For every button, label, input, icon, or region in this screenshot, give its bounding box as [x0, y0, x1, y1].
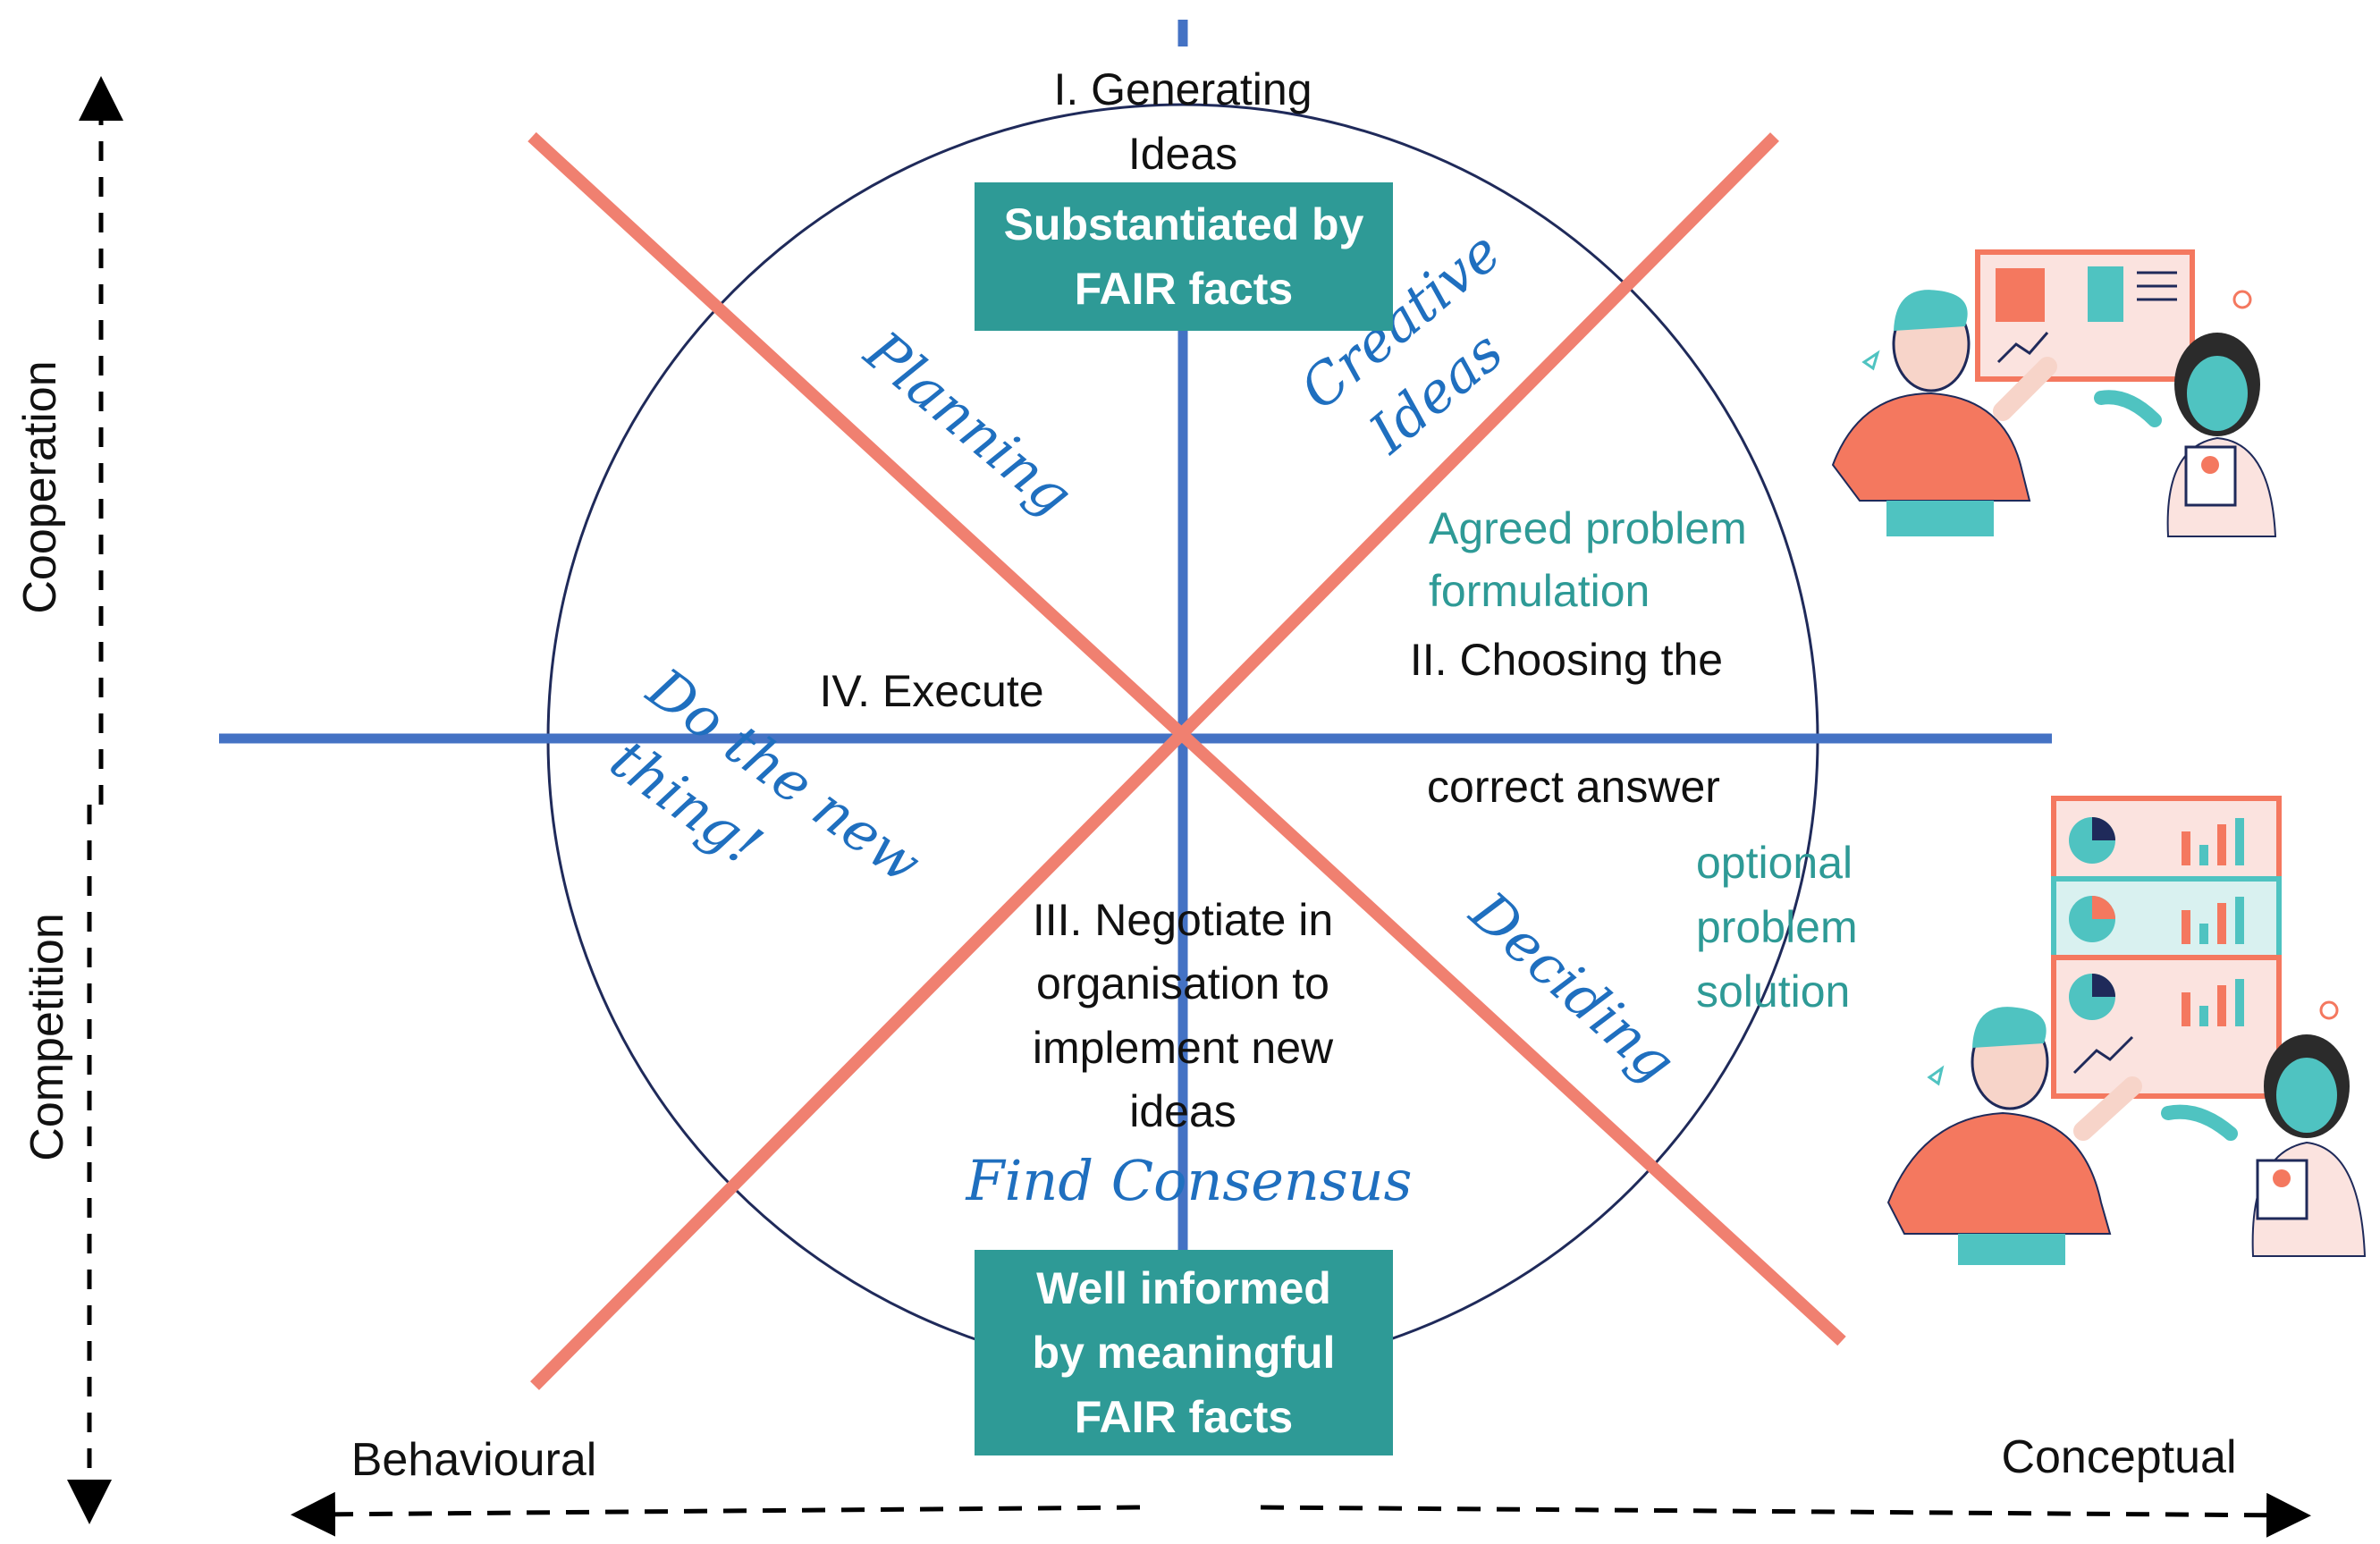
bottom-presentation-illustration: [1886, 796, 2367, 1265]
horizontal-dashed-arrow-right: [1260, 1492, 2311, 1538]
phase3-label-line3: implement new: [1033, 1023, 1334, 1073]
phase2-label-line1: II. Choosing the: [1410, 635, 1723, 685]
axis-label-conceptual: Conceptual: [2001, 1431, 2236, 1483]
axis-label-behavioural: Behavioural: [351, 1434, 597, 1486]
phase2-label-line2: correct answer: [1427, 762, 1720, 812]
optional-note-line3: solution: [1696, 966, 1850, 1017]
phase3-label-line4: ideas: [1129, 1086, 1236, 1136]
presenter-woman-icon-2: [2161, 1034, 2367, 1257]
bottom-fair-box: Well informed by meaningful FAIR facts: [975, 1250, 1393, 1455]
top-presentation-illustration: [1831, 249, 2277, 537]
top-box-line2: FAIR facts: [1074, 264, 1294, 314]
phase1-label-line1: I. Generating: [1053, 64, 1312, 114]
bottom-box-line1: Well informed: [1036, 1263, 1331, 1313]
top-fair-box: Substantiated by FAIR facts: [975, 182, 1393, 331]
phase3-label-line2: organisation to: [1036, 958, 1329, 1008]
report-board-icon: [2051, 796, 2282, 1099]
dashboard-board-icon: [1975, 249, 2195, 382]
phase1-label-line2: Ideas: [1128, 129, 1237, 179]
optional-note-line2: problem: [1696, 902, 1858, 952]
agreed-note-line2: formulation: [1429, 566, 1650, 616]
presenter-woman-icon: [2094, 333, 2277, 537]
agreed-note-line1: Agreed problem: [1429, 503, 1747, 553]
phase3-label-line1: III. Negotiate in: [1033, 895, 1333, 945]
bottom-box-line2: by meaningful: [1032, 1328, 1336, 1378]
consensus-script: Find Consensus: [966, 1148, 1413, 1213]
presenter-man-icon-2: [1886, 1007, 2142, 1265]
presenter-man-icon: [1831, 290, 2057, 536]
bottom-box-line3: FAIR facts: [1074, 1392, 1294, 1442]
horizontal-dashed-arrow-left: [291, 1491, 1141, 1537]
axis-label-cooperation: Cooperation: [14, 360, 66, 613]
phase4-label: IV. Execute: [819, 666, 1043, 716]
diagonal-line-descending: [527, 131, 1846, 1346]
deciding-script: Deciding: [1457, 879, 1688, 1095]
planning-script: Planning: [852, 318, 1085, 528]
axis-label-competition: Competition: [21, 913, 73, 1160]
diagonal-line-ascending: [530, 132, 1779, 1390]
top-box-line1: Substantiated by: [1003, 199, 1364, 249]
optional-note-line1: optional: [1696, 838, 1853, 888]
